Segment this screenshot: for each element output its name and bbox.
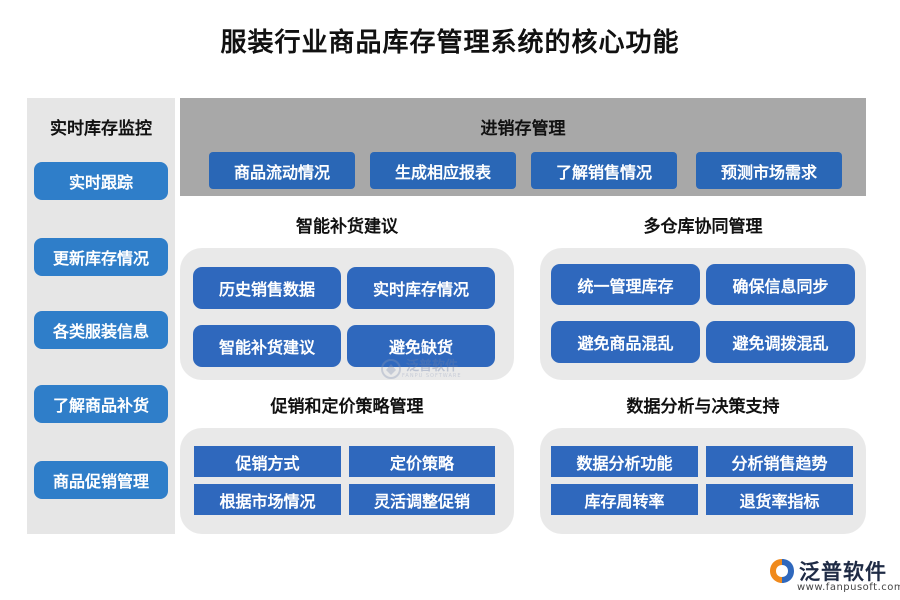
promo-item-market[interactable]: 根据市场情况 [194, 484, 341, 515]
watermark-text: 泛普软件 [406, 358, 459, 374]
promo-item-pricing[interactable]: 定价策略 [349, 446, 495, 477]
promo-section-title: 促销和定价策略管理 [270, 397, 424, 417]
top-item-forecast[interactable]: 预测市场需求 [696, 152, 842, 189]
promo-item-method[interactable]: 促销方式 [194, 446, 341, 477]
realtime-monitor-title: 实时库存监控 [50, 119, 152, 139]
fanpu-logo: 泛普软件 www.fanpusoft.com [767, 554, 900, 596]
warehouse-item-avoid-product-mix[interactable]: 避免商品混乱 [551, 321, 700, 363]
left-item-update-inventory[interactable]: 更新库存情况 [34, 238, 168, 276]
page-title: 服装行业商品库存管理系统的核心功能 [220, 28, 680, 58]
fanpu-logo-icon [770, 559, 794, 583]
top-item-reports[interactable]: 生成相应报表 [370, 152, 516, 189]
fanpu-logo-text: 泛普软件 [799, 560, 887, 584]
fanpu-logo-url[interactable]: www.fanpusoft.com [797, 582, 900, 593]
analysis-section-title: 数据分析与决策支持 [626, 397, 780, 417]
left-item-realtime-tracking[interactable]: 实时跟踪 [34, 162, 168, 200]
analysis-box: 数据分析功能 分析销售趋势 库存周转率 退货率指标 [540, 428, 866, 534]
left-item-clothing-info[interactable]: 各类服装信息 [34, 311, 168, 349]
replenish-item-history-sales[interactable]: 历史销售数据 [193, 267, 341, 309]
warehouse-item-sync[interactable]: 确保信息同步 [706, 264, 855, 305]
analysis-item-function[interactable]: 数据分析功能 [551, 446, 698, 477]
top-item-product-flow[interactable]: 商品流动情况 [209, 152, 355, 189]
warehouse-box: 统一管理库存 确保信息同步 避免商品混乱 避免调拨混乱 [540, 248, 866, 380]
warehouse-section-title: 多仓库协同管理 [643, 217, 763, 237]
replenish-item-realtime-stock[interactable]: 实时库存情况 [347, 267, 495, 309]
replenish-section-title: 智能补货建议 [296, 217, 398, 237]
watermark-icon [381, 359, 401, 379]
warehouse-item-avoid-transfer-mix[interactable]: 避免调拨混乱 [706, 321, 855, 363]
warehouse-item-unified[interactable]: 统一管理库存 [551, 264, 700, 305]
replenish-box: 历史销售数据 实时库存情况 智能补货建议 避免缺货 [180, 248, 514, 380]
analysis-item-turnover[interactable]: 库存周转率 [551, 484, 698, 515]
analysis-item-trend[interactable]: 分析销售趋势 [706, 446, 853, 477]
purchase-sales-inventory-title: 进销存管理 [480, 119, 566, 139]
realtime-monitor-panel: 实时库存监控 实时跟踪 更新库存情况 各类服装信息 了解商品补货 商品促销管理 [27, 98, 175, 534]
promo-item-adjust[interactable]: 灵活调整促销 [349, 484, 495, 515]
top-item-sales[interactable]: 了解销售情况 [531, 152, 677, 189]
left-item-promotion[interactable]: 商品促销管理 [34, 461, 168, 499]
replenish-item-suggestion[interactable]: 智能补货建议 [193, 325, 341, 367]
watermark: 泛普软件 FANPU SOFTWARE [380, 358, 462, 380]
analysis-item-return-rate[interactable]: 退货率指标 [706, 484, 853, 515]
left-item-replenish[interactable]: 了解商品补货 [34, 385, 168, 423]
purchase-sales-inventory-panel: 进销存管理 商品流动情况 生成相应报表 了解销售情况 预测市场需求 [180, 98, 866, 196]
replenish-item-avoid-stockout[interactable]: 避免缺货 [347, 325, 495, 367]
watermark-subtext: FANPU SOFTWARE [402, 372, 462, 379]
promo-box: 促销方式 定价策略 根据市场情况 灵活调整促销 [180, 428, 514, 534]
